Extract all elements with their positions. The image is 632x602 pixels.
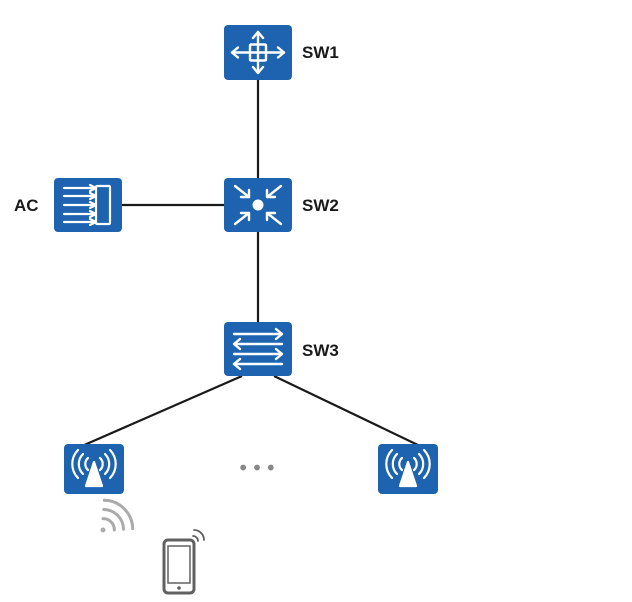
ap-right-node <box>378 444 438 494</box>
phone-signal-icon <box>192 529 205 542</box>
sw2-node: SW2 <box>224 178 339 232</box>
sw1-node: SW1 <box>224 25 339 80</box>
sw2-label: SW2 <box>302 196 339 215</box>
sw3-label: SW3 <box>302 341 339 360</box>
sw3-node: SW3 <box>224 322 339 376</box>
mobile-phone-node <box>162 529 205 595</box>
more-aps-ellipsis: ••• <box>237 456 278 480</box>
links <box>81 80 421 448</box>
link-sw3-ap-left <box>81 374 243 448</box>
mobile-phone-icon <box>162 538 196 595</box>
switch-icon <box>224 322 292 376</box>
link-sw3-ap-right <box>273 375 421 447</box>
sw1-label: SW1 <box>302 43 339 62</box>
wireless-signal-icon <box>100 498 135 533</box>
ac-label: AC <box>14 196 39 215</box>
ap-left-node <box>64 444 124 494</box>
ac-node: AC <box>14 178 122 232</box>
